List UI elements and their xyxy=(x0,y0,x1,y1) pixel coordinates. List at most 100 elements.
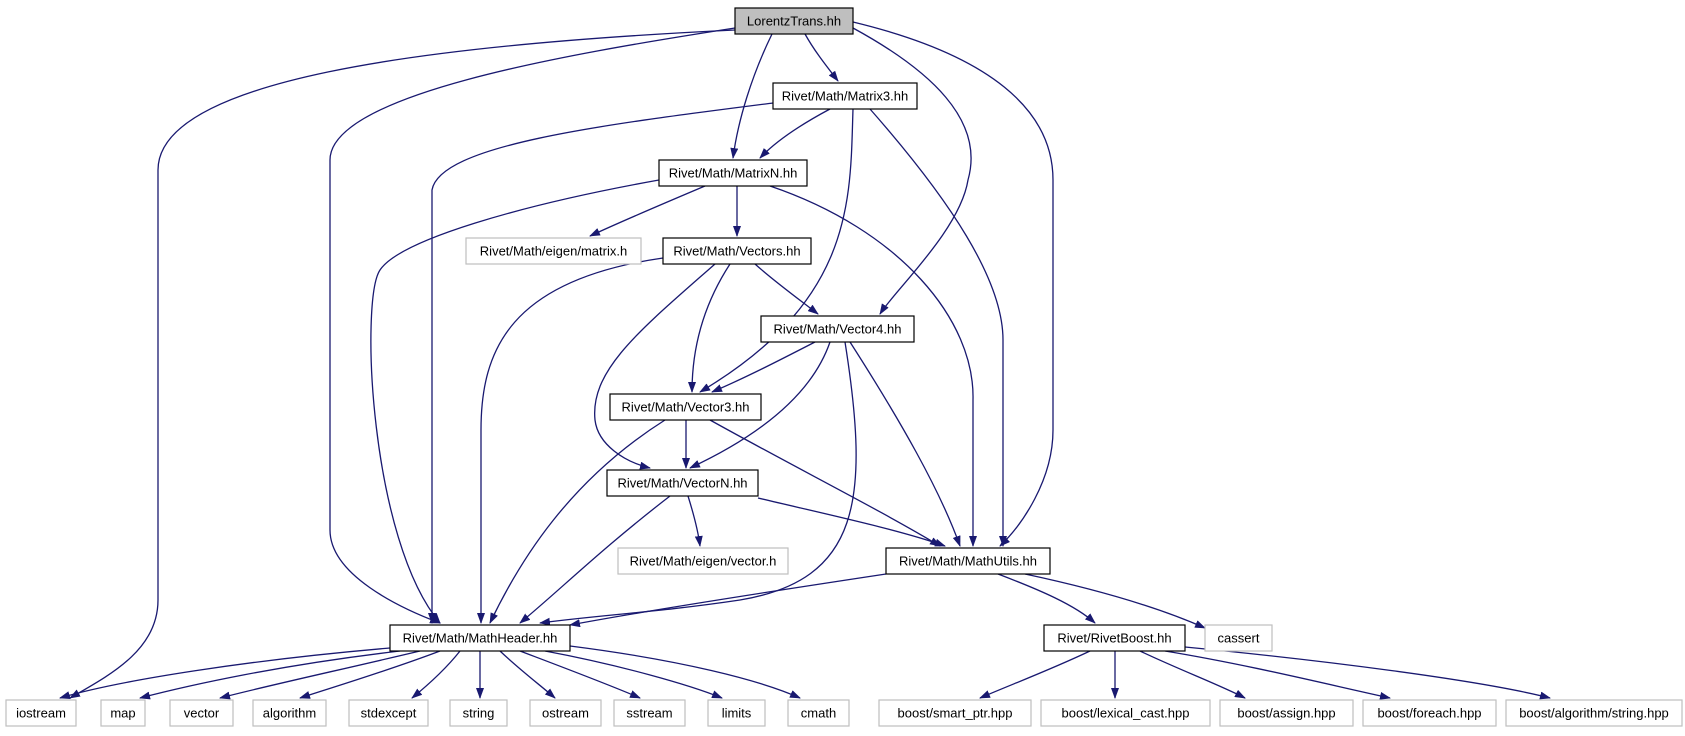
node-mathheader[interactable]: Rivet/Math/MathHeader.hh xyxy=(389,624,571,652)
node-box-matrixn xyxy=(658,159,808,187)
node-label-boost-lexical-cast: boost/lexical_cast.hpp xyxy=(1062,706,1190,721)
edge-vectors-to-mathheader xyxy=(477,257,664,624)
edge-matrixn-to-eigen-matrix xyxy=(589,185,706,237)
node-label-ostream: ostream xyxy=(542,706,589,721)
edge-mathheader-to-vector xyxy=(219,650,421,700)
node-vector3[interactable]: Rivet/Math/Vector3.hh xyxy=(609,393,762,421)
edge-vectors-to-vector4 xyxy=(754,263,819,315)
node-box-algorithm xyxy=(252,699,327,727)
node-box-boost-smart-ptr xyxy=(878,699,1032,727)
node-box-vector4 xyxy=(760,315,915,343)
node-box-lorentztrans xyxy=(734,7,854,35)
node-map: map xyxy=(100,699,146,727)
node-label-stdexcept: stdexcept xyxy=(361,706,417,721)
edge-mathheader-to-stdexcept xyxy=(411,650,461,699)
node-box-vectors xyxy=(662,237,812,265)
node-box-cassert xyxy=(1204,624,1273,652)
node-boost-lexical-cast: boost/lexical_cast.hpp xyxy=(1040,699,1211,727)
edge-lorentztrans-to-matrix3 xyxy=(804,33,839,82)
node-rivetboost[interactable]: Rivet/RivetBoost.hh xyxy=(1043,624,1186,652)
edge-lorentztrans-to-matrixn xyxy=(730,33,773,159)
edge-mathheader-to-map xyxy=(139,650,401,700)
node-box-stdexcept xyxy=(348,699,429,727)
node-box-vector3 xyxy=(609,393,762,421)
node-label-algorithm: algorithm xyxy=(263,706,316,721)
node-mathutils[interactable]: Rivet/Math/MathUtils.hh xyxy=(885,547,1051,575)
edge-mathheader-to-cmath xyxy=(569,645,801,699)
edge-vectorn-to-mathutils xyxy=(757,497,946,547)
edge-lorentztrans-to-mathutils xyxy=(852,21,1054,547)
node-algorithm: algorithm xyxy=(252,699,327,727)
node-label-boost-smart-ptr: boost/smart_ptr.hpp xyxy=(898,706,1013,721)
edge-mathheader-to-limits xyxy=(544,650,723,699)
edge-lorentztrans-to-mathheader xyxy=(329,27,736,624)
edge-matrix3-to-matrixn xyxy=(759,108,831,159)
node-vectors[interactable]: Rivet/Math/Vectors.hh xyxy=(662,237,812,265)
node-box-eigen-vector xyxy=(617,547,789,575)
node-boost-foreach: boost/foreach.hpp xyxy=(1362,699,1497,727)
node-box-vector xyxy=(169,699,234,727)
node-label-boost-assign: boost/assign.hpp xyxy=(1237,706,1335,721)
node-box-map xyxy=(100,699,146,727)
nodes-layer: LorentzTrans.hhRivet/Math/Matrix3.hhRive… xyxy=(5,7,1683,727)
node-lorentztrans[interactable]: LorentzTrans.hh xyxy=(734,7,854,35)
node-vector: vector xyxy=(169,699,234,727)
node-box-mathheader xyxy=(389,624,571,652)
node-label-vectors: Rivet/Math/Vectors.hh xyxy=(673,244,800,259)
node-boost-smart-ptr: boost/smart_ptr.hpp xyxy=(878,699,1032,727)
edge-mathheader-to-algorithm xyxy=(299,650,441,699)
edge-vector4-to-vectorn xyxy=(689,341,831,469)
node-box-mathutils xyxy=(885,547,1051,575)
node-label-lorentztrans: LorentzTrans.hh xyxy=(747,14,841,29)
edge-vectors-to-vector3 xyxy=(688,263,731,393)
node-eigen-vector: Rivet/Math/eigen/vector.h xyxy=(617,547,789,575)
node-label-rivetboost: Rivet/RivetBoost.hh xyxy=(1057,631,1171,646)
node-box-iostream xyxy=(5,699,77,727)
node-ostream: ostream xyxy=(529,699,602,727)
node-box-boost-algorithm-string xyxy=(1505,699,1683,727)
node-label-sstream: sstream xyxy=(626,706,672,721)
edge-vector4-to-vector3 xyxy=(711,341,816,393)
edge-lorentztrans-to-vector4 xyxy=(852,27,972,315)
node-label-mathutils: Rivet/Math/MathUtils.hh xyxy=(899,554,1037,569)
edge-mathutils-to-mathheader xyxy=(569,573,887,628)
node-label-eigen-vector: Rivet/Math/eigen/vector.h xyxy=(630,554,777,569)
node-label-limits: limits xyxy=(722,706,752,721)
node-label-mathheader: Rivet/Math/MathHeader.hh xyxy=(403,631,558,646)
edge-matrixn-to-mathutils xyxy=(769,185,977,547)
edge-vector4-to-mathheader xyxy=(539,341,857,626)
node-box-boost-foreach xyxy=(1362,699,1497,727)
node-label-vector: vector xyxy=(184,706,220,721)
node-box-cmath xyxy=(787,699,850,727)
node-box-string xyxy=(449,699,508,727)
edge-lorentztrans-to-iostream xyxy=(69,29,736,699)
node-label-string: string xyxy=(463,706,495,721)
node-label-cmath: cmath xyxy=(801,706,836,721)
node-box-ostream xyxy=(529,699,602,727)
node-box-rivetboost xyxy=(1043,624,1186,652)
edge-rivetboost-to-boost-algorithm-string xyxy=(1184,646,1551,700)
edge-matrix3-to-vector3 xyxy=(699,108,854,393)
node-cassert: cassert xyxy=(1204,624,1273,652)
node-label-vectorn: Rivet/Math/VectorN.hh xyxy=(617,476,747,491)
node-cmath: cmath xyxy=(787,699,850,727)
node-label-vector3: Rivet/Math/Vector3.hh xyxy=(622,400,750,415)
edge-vectors-to-vectorn xyxy=(594,263,716,470)
node-label-iostream: iostream xyxy=(16,706,66,721)
node-label-matrix3: Rivet/Math/Matrix3.hh xyxy=(782,89,908,104)
node-box-boost-assign xyxy=(1219,699,1354,727)
edges-layer xyxy=(59,21,1551,700)
node-matrixn[interactable]: Rivet/Math/MatrixN.hh xyxy=(658,159,808,187)
edge-mathutils-to-cassert xyxy=(1024,573,1206,629)
edge-vectorn-to-mathheader xyxy=(519,495,671,624)
node-stdexcept: stdexcept xyxy=(348,699,429,727)
node-limits: limits xyxy=(707,699,766,727)
edge-matrixn-to-mathheader xyxy=(370,179,660,624)
node-label-map: map xyxy=(110,706,135,721)
node-label-cassert: cassert xyxy=(1218,631,1260,646)
node-vectorn[interactable]: Rivet/Math/VectorN.hh xyxy=(606,469,759,497)
node-vector4[interactable]: Rivet/Math/Vector4.hh xyxy=(760,315,915,343)
node-matrix3[interactable]: Rivet/Math/Matrix3.hh xyxy=(772,82,918,110)
node-eigen-matrix: Rivet/Math/eigen/matrix.h xyxy=(465,237,642,265)
